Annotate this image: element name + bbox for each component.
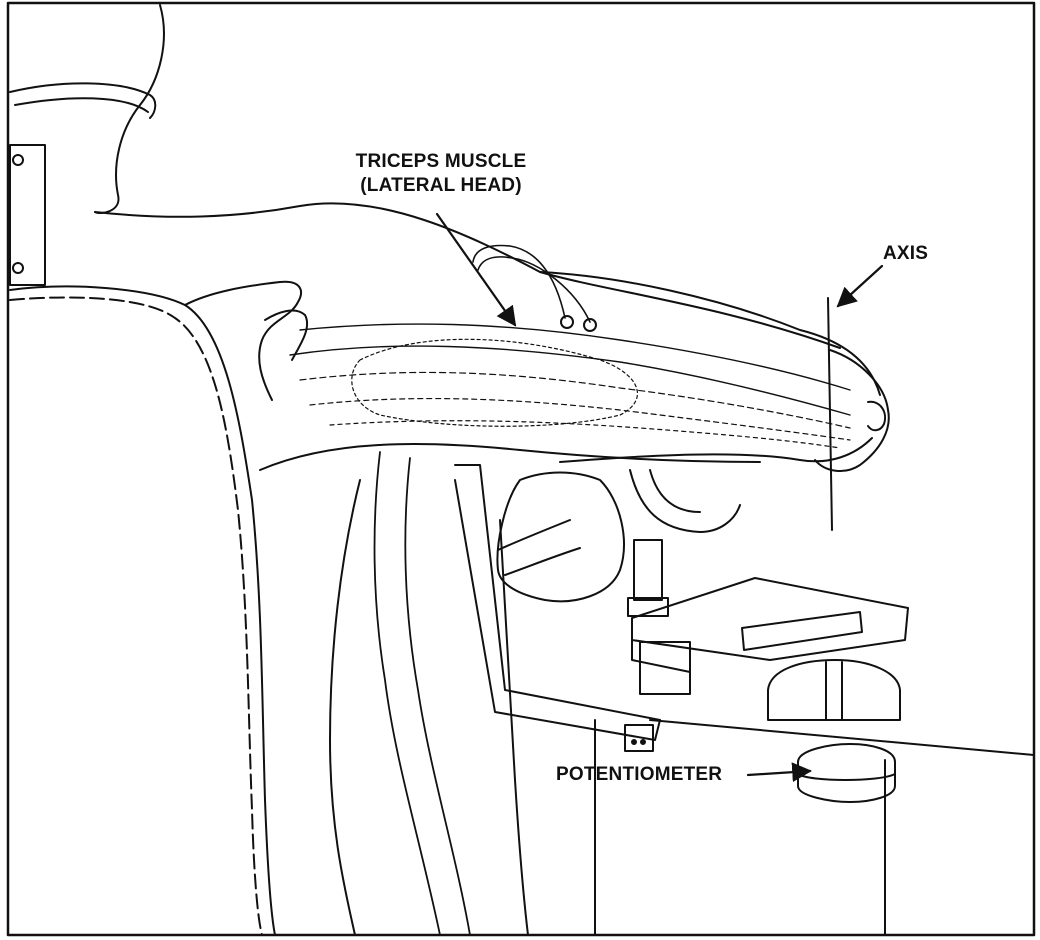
torso-curve — [330, 480, 360, 935]
chair-back-inner — [10, 297, 262, 935]
muscle-line — [290, 346, 850, 415]
muscle-line — [300, 324, 850, 390]
fist-knuckle — [868, 402, 885, 430]
electrode-wire — [473, 246, 565, 318]
electrode-wire — [478, 257, 590, 322]
axis-line — [828, 298, 832, 530]
signal-cable — [375, 452, 440, 935]
elbow-pad-inner — [265, 311, 307, 360]
upper-arm-underside — [260, 444, 760, 470]
hand-finger — [498, 520, 570, 550]
clamp-bolt-top — [13, 155, 23, 165]
torso-curve — [500, 520, 528, 935]
axis-arrow — [838, 266, 882, 306]
platform-block — [640, 642, 690, 694]
chair-back-outer — [10, 286, 275, 935]
triceps-label: TRICEPS MUSCLE (LATERAL HEAD) — [326, 150, 556, 198]
frame-border — [8, 3, 1034, 935]
muscle-line — [310, 399, 850, 440]
axis-label: AXIS — [883, 242, 928, 266]
triceps-label-line2: (LATERAL HEAD) — [326, 174, 556, 198]
handle-cup — [630, 470, 740, 532]
lever-tip-dot — [632, 740, 636, 744]
hand-grip — [497, 473, 623, 602]
signal-cable — [405, 458, 470, 935]
triceps-label-line1: TRICEPS MUSCLE — [326, 150, 556, 174]
platform-top — [632, 578, 908, 660]
bearing-housing — [768, 660, 900, 720]
electrode — [561, 316, 573, 328]
hand-finger — [505, 548, 580, 575]
muscle-belly — [352, 339, 638, 426]
forearm-bottom — [560, 438, 872, 462]
potentiometer-label: POTENTIOMETER — [556, 763, 722, 787]
table-edge — [650, 720, 1034, 755]
lever-arm — [455, 465, 660, 740]
handle-cup-inner — [650, 470, 700, 512]
platform-slot — [742, 612, 862, 650]
head-rest-inner — [15, 98, 148, 112]
muscle-line — [300, 372, 850, 428]
elbow-pad — [185, 282, 301, 400]
vertical-post — [634, 540, 662, 600]
upper-arm-top — [95, 203, 840, 348]
shoulder-outline — [95, 5, 164, 213]
potentiometer-rim — [798, 774, 895, 780]
lever-tip-dot — [641, 740, 645, 744]
potentiometer-body — [798, 744, 895, 802]
clamp-bolt-bottom — [13, 263, 23, 273]
triceps-arrow — [437, 214, 515, 325]
